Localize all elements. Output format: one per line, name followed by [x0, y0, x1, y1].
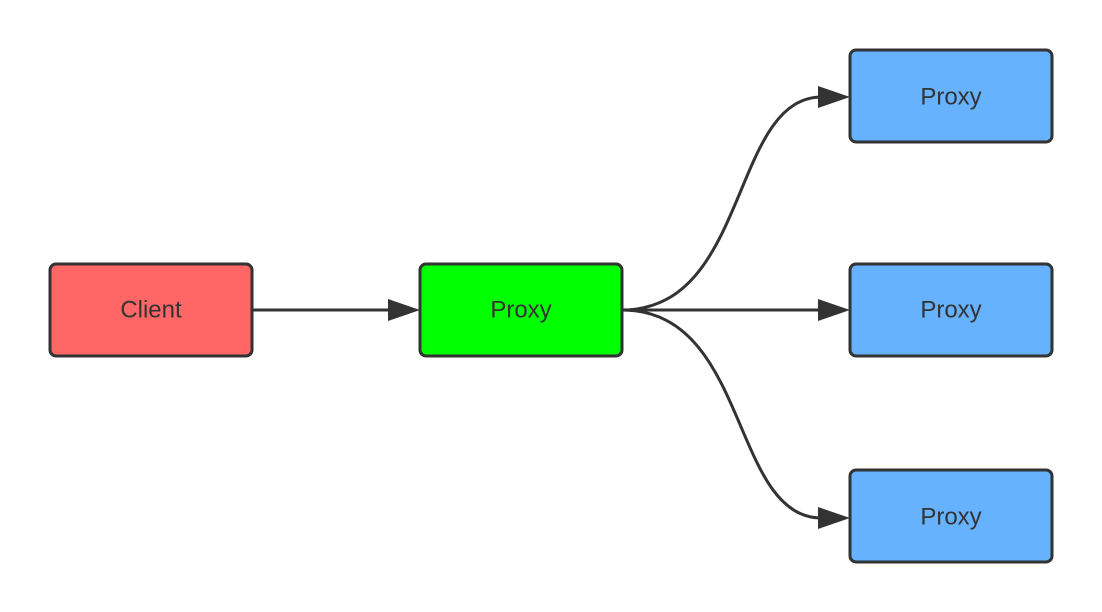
arrowhead-proxy-to-top-proxy: [818, 86, 850, 108]
node-proxy-bottom-box: [848, 468, 1054, 564]
node-proxy-middle: Proxy: [848, 262, 1054, 358]
arrowhead-client-to-proxy: [388, 299, 420, 321]
edge-proxy-to-top-proxy: [621, 95, 823, 312]
node-proxy-top: Proxy: [848, 48, 1054, 144]
node-proxy-bottom-label: Proxy: [920, 503, 981, 530]
node-proxy-middle-box: [848, 262, 1054, 358]
node-proxy-top-label: Proxy: [920, 83, 981, 110]
node-client-box: [48, 262, 254, 358]
node-proxy-main: Proxy: [418, 262, 624, 358]
node-proxy-main-label: Proxy: [490, 296, 551, 323]
edge-proxy-to-bottom-proxy: [621, 308, 823, 520]
arrowhead-proxy-to-middle-proxy: [818, 299, 850, 321]
node-proxy-main-box: [418, 262, 624, 358]
node-proxy-top-box: [848, 48, 1054, 144]
node-proxy-middle-label: Proxy: [920, 296, 981, 323]
node-client-label: Client: [120, 296, 182, 323]
node-proxy-bottom: Proxy: [848, 468, 1054, 564]
node-client: Client: [48, 262, 254, 358]
arrowhead-proxy-to-bottom-proxy: [818, 507, 850, 529]
